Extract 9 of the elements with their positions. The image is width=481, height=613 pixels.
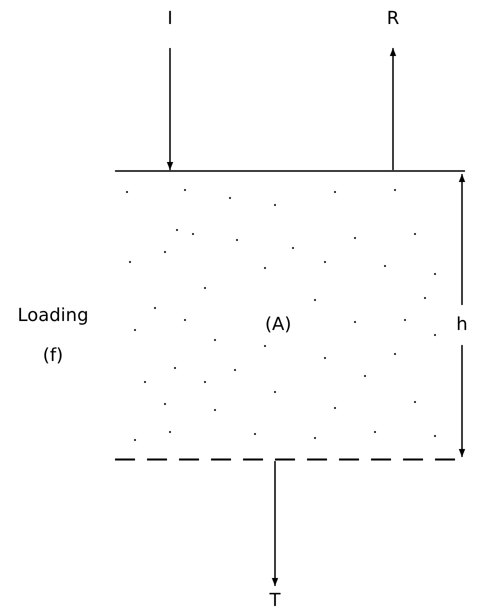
layer-region xyxy=(115,170,465,461)
loading-label: Loading (f) xyxy=(16,304,90,368)
arrow xyxy=(390,48,396,170)
layer-label: (A) xyxy=(265,314,292,336)
wave-label: R xyxy=(378,8,408,34)
wave-label: I xyxy=(155,8,185,34)
arrow xyxy=(272,461,278,586)
wave-label: T xyxy=(260,590,290,612)
arrow xyxy=(166,48,174,170)
